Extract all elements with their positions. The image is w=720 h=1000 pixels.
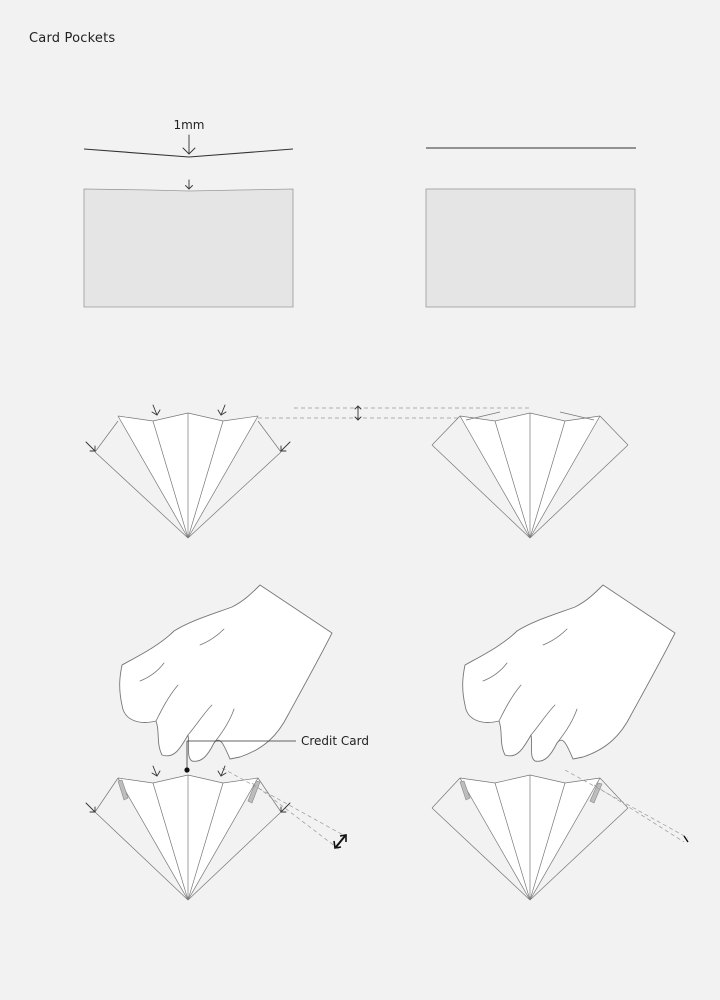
fan-relaxed: [431, 411, 629, 539]
arrow-icon: [217, 765, 227, 777]
arrow-icon: [85, 802, 96, 813]
arrow-icon: [151, 765, 161, 777]
credit-card-callout: Credit Card: [184, 734, 369, 773]
arrow-icon: [280, 802, 291, 813]
arrow-icon: [85, 441, 96, 452]
card-pocket-flat: [425, 188, 636, 308]
card-pocket-flexed: [83, 188, 294, 308]
arrow-icon: [217, 404, 227, 416]
measurement-label: 1mm: [173, 118, 204, 132]
double-arrow-icon: [354, 405, 362, 421]
fan-with-card-left: [85, 765, 347, 901]
credit-card-label: Credit Card: [301, 734, 369, 748]
fan-compressed: [85, 404, 291, 539]
fan-with-card-right: [431, 769, 689, 901]
height-difference-guide: [258, 405, 530, 421]
arrow-icon: [151, 404, 161, 416]
arrow-icon: [280, 441, 291, 452]
down-arrow-icon: [185, 179, 193, 190]
card-flat-example: [425, 147, 636, 308]
card-flex-example: 1mm: [83, 118, 294, 308]
page-title: Card Pockets: [29, 31, 116, 46]
hand-right: [462, 584, 676, 762]
down-arrow-icon: [182, 134, 196, 155]
double-arrow-icon: [333, 834, 347, 849]
